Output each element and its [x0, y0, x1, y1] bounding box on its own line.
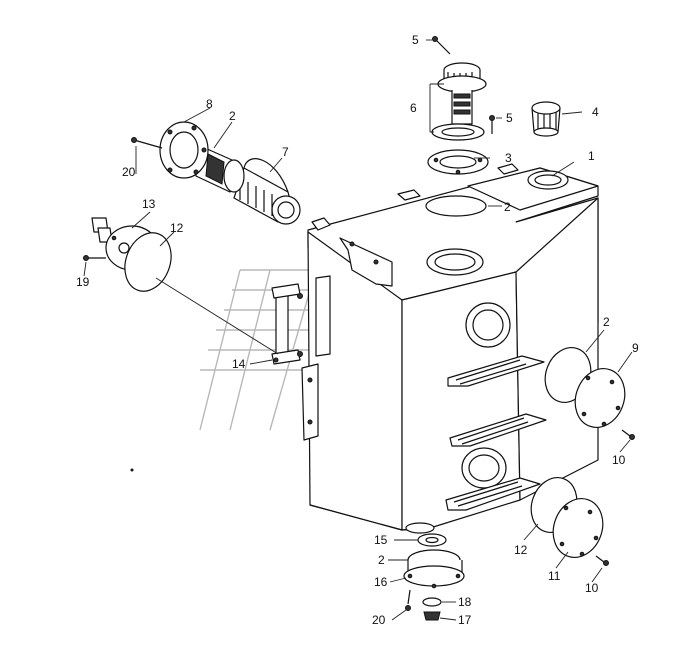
flange-plate-3 [427, 115, 495, 175]
callout-15: 15 [374, 533, 388, 547]
callout-10: 10 [585, 581, 599, 595]
callout-12: 12 [514, 543, 528, 557]
bottom-drain-assembly [403, 533, 465, 621]
tank-body [301, 163, 599, 534]
callout-16: 16 [374, 575, 388, 589]
callout-4: 4 [592, 105, 599, 119]
callout-17: 17 [458, 613, 472, 627]
callout-10: 10 [612, 453, 626, 467]
callout-labels: 1 2 2 2 2 3 4 5 5 6 7 8 9 10 10 11 12 12… [76, 33, 639, 627]
sight-gauge [271, 283, 303, 365]
suction-filter-assembly [131, 121, 301, 225]
callout-14: 14 [232, 357, 246, 371]
callout-13: 13 [142, 197, 156, 211]
callout-2: 2 [378, 553, 385, 567]
callout-2: 2 [229, 109, 236, 123]
callout-9: 9 [632, 341, 639, 355]
callout-12: 12 [170, 221, 184, 235]
callout-8: 8 [206, 97, 213, 111]
gasket-top [425, 195, 487, 217]
callout-7: 7 [282, 145, 289, 159]
callout-20: 20 [372, 613, 386, 627]
callout-5: 5 [506, 111, 513, 125]
callout-2: 2 [504, 200, 511, 214]
callout-18: 18 [458, 595, 472, 609]
filler-strainer-assembly [431, 36, 487, 141]
callout-20: 20 [122, 165, 136, 179]
leader-lines [83, 39, 633, 621]
callout-3: 3 [505, 151, 512, 165]
callout-11: 11 [548, 569, 561, 583]
side-cover-lower [530, 477, 609, 566]
callout-19: 19 [76, 275, 90, 289]
breather-cap [531, 101, 561, 137]
callout-6: 6 [410, 101, 417, 115]
return-fitting-assembly [83, 217, 172, 292]
side-cover-upper [544, 347, 635, 440]
callout-2: 2 [603, 315, 610, 329]
callout-5: 5 [412, 33, 419, 47]
callout-1: 1 [588, 149, 595, 163]
